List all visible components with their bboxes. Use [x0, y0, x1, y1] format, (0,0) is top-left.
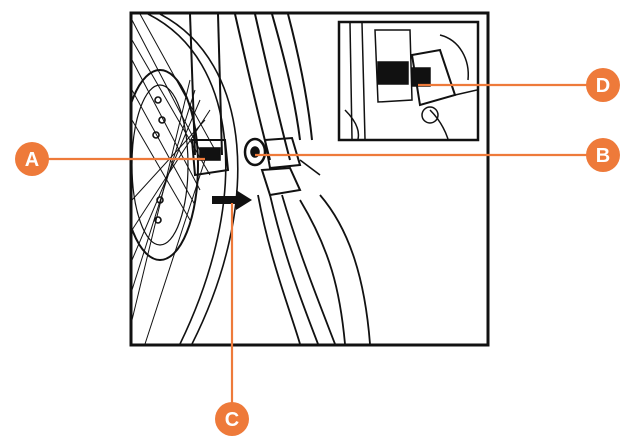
callout-b: B: [586, 138, 620, 172]
callout-a-label: A: [25, 149, 39, 171]
callout-a: A: [15, 142, 49, 176]
inset-detail: [339, 22, 478, 140]
callout-c: C: [215, 402, 249, 436]
callout-c-label: C: [225, 409, 239, 431]
callout-d: D: [586, 68, 620, 102]
callout-d-label: D: [596, 75, 610, 97]
callout-b-label: B: [596, 145, 610, 167]
